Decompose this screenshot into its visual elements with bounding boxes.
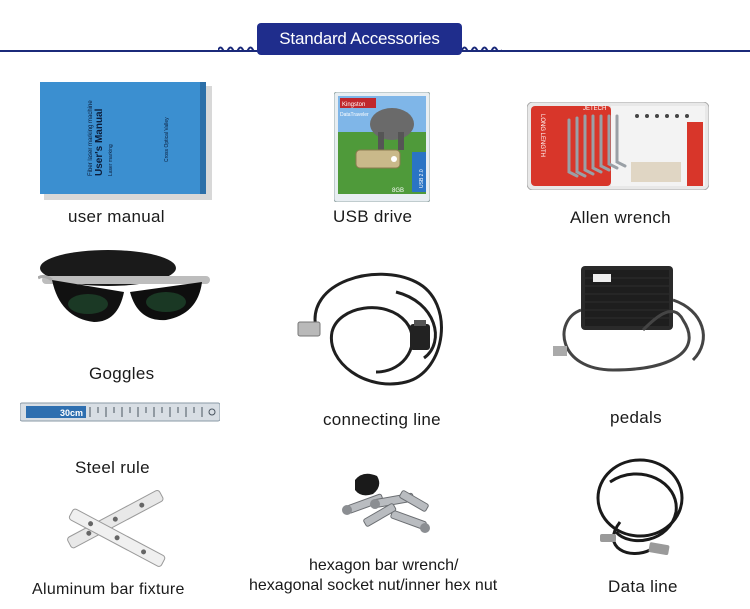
allen-wrench-image: LONG LENGTH JETECH bbox=[527, 102, 709, 190]
manual-subtitle: Fiber laser marking machine bbox=[88, 100, 94, 176]
manual-line2: Laser marking bbox=[108, 144, 114, 176]
aluminum-bar-fixture-label: Aluminum bar fixture bbox=[32, 581, 185, 598]
allen-brand: JETECH bbox=[583, 106, 606, 112]
steel-rule-label: Steel rule bbox=[75, 458, 150, 477]
header-wave-left-decoration bbox=[218, 46, 258, 52]
user-manual-image: Fiber laser marking machine User's Manua… bbox=[40, 82, 212, 200]
allen-text: LONG LENGTH bbox=[539, 114, 545, 157]
page-title: Standard Accessories bbox=[257, 23, 462, 55]
allen-wrench-label: Allen wrench bbox=[570, 208, 671, 227]
manual-brand: Cross Optical Valley bbox=[164, 117, 170, 162]
aluminum-bar-fixture-image bbox=[60, 488, 180, 568]
manual-title: User's Manual bbox=[94, 108, 105, 176]
usb-drive-image: Kingston DataTraveler USB 2.0 8GB bbox=[334, 92, 430, 202]
hex-screws-image bbox=[333, 470, 443, 550]
goggles-label: Goggles bbox=[89, 364, 155, 383]
goggles-image bbox=[38, 248, 210, 338]
connecting-line-label: connecting line bbox=[323, 410, 441, 429]
hex-label-line1: hexagon bar wrench/ bbox=[309, 557, 459, 574]
usb-name: DataTraveler bbox=[340, 112, 369, 118]
hex-label-line2: hexagonal socket nut/inner hex nut bbox=[249, 577, 498, 594]
usb-size: 8GB bbox=[392, 188, 404, 194]
pedals-image bbox=[553, 260, 718, 380]
usb-brand: Kingston bbox=[342, 102, 365, 108]
usb-capacity: USB 2.0 bbox=[419, 169, 425, 188]
steel-rule-mark: 30cm bbox=[60, 408, 83, 418]
user-manual-label: user manual bbox=[68, 207, 165, 226]
header-wave-right-decoration bbox=[462, 46, 502, 52]
steel-rule-image: 30cm bbox=[20, 401, 220, 425]
pedals-label: pedals bbox=[610, 408, 662, 427]
usb-drive-label: USB drive bbox=[333, 207, 413, 226]
data-line-label: Data line bbox=[608, 577, 678, 596]
connecting-line-image bbox=[296, 262, 454, 392]
data-line-image bbox=[590, 452, 690, 562]
